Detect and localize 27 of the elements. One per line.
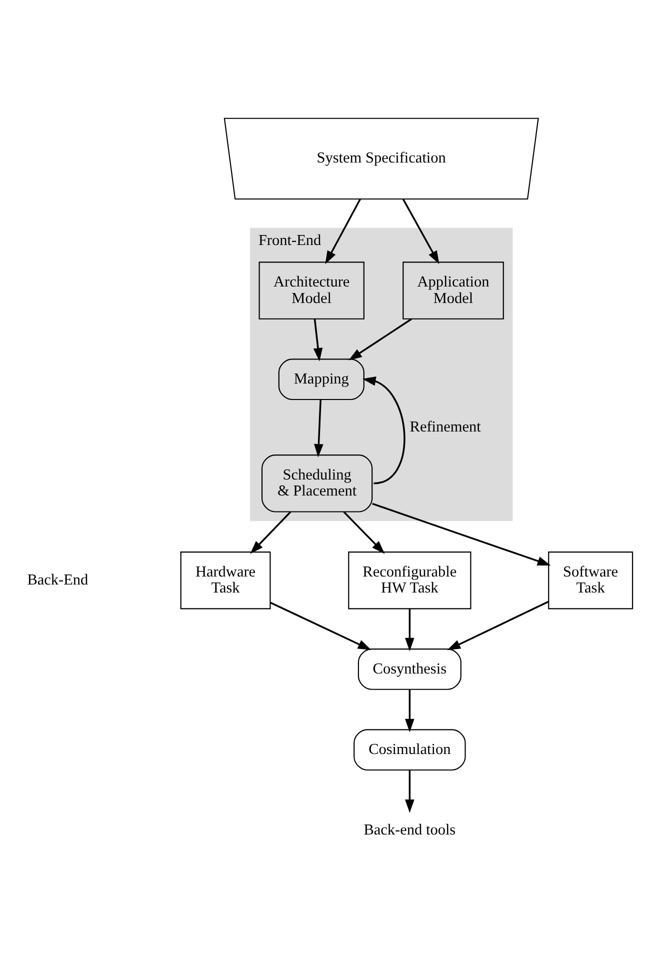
node-box: Architecture Model bbox=[258, 262, 364, 320]
node-box: Cosimulation bbox=[354, 729, 466, 771]
node-box: Software Task bbox=[548, 552, 634, 610]
arrow bbox=[402, 198, 440, 264]
node-box: Reconfigurable HW Task bbox=[348, 552, 472, 610]
arrow bbox=[372, 502, 551, 566]
node-box: System Specification bbox=[224, 118, 539, 200]
node-box: Hardware Task bbox=[180, 552, 271, 610]
label: Back-End bbox=[27, 571, 88, 588]
arrow bbox=[362, 376, 406, 484]
node-box: Mapping bbox=[278, 358, 364, 400]
arrow bbox=[250, 511, 292, 554]
node-box: Scheduling & Placement bbox=[261, 454, 373, 512]
node-text: Back-end tools bbox=[364, 822, 456, 839]
arrow bbox=[405, 608, 414, 652]
arrow bbox=[405, 770, 414, 813]
node-box: Application Model bbox=[402, 262, 504, 320]
arrow bbox=[325, 198, 361, 264]
arrow bbox=[314, 400, 324, 458]
arrow bbox=[270, 602, 372, 650]
arrow bbox=[348, 318, 412, 360]
edge-label: Refinement bbox=[410, 418, 481, 436]
arrow bbox=[343, 511, 385, 554]
arrow bbox=[447, 600, 549, 650]
node-box: Cosynthesis bbox=[358, 648, 462, 690]
arrow bbox=[405, 690, 414, 732]
arrow bbox=[313, 318, 323, 362]
